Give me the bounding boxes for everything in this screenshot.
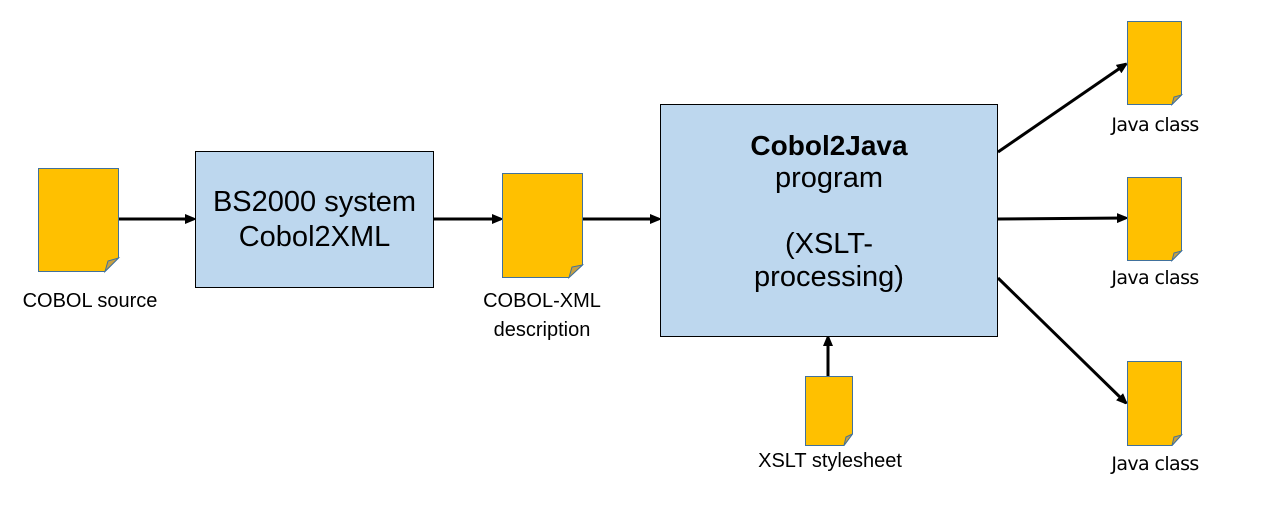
cobol2java-process-box: Cobol2Java program (XSLT- processing) bbox=[660, 104, 998, 337]
cobol2java-line2: program bbox=[775, 162, 883, 194]
cobol-xml-label: COBOL-XML description bbox=[462, 287, 622, 345]
java-class-1-label: Java class bbox=[1111, 114, 1199, 136]
cobol2java-line3: (XSLT- bbox=[784, 228, 874, 260]
cobol-xml-label-line1: COBOL-XML bbox=[483, 290, 601, 312]
cobol-source-label: COBOL source bbox=[22, 290, 158, 312]
cobol2java-line4: processing) bbox=[754, 261, 904, 293]
java-class-3-label: Java class bbox=[1111, 453, 1199, 475]
cobol2xml-line2: Cobol2XML bbox=[238, 220, 391, 253]
document-icon-java-class-3 bbox=[1127, 361, 1184, 446]
java-class-2-label: Java class bbox=[1111, 267, 1199, 289]
document-icon-xslt bbox=[805, 376, 853, 446]
arrow-to-java-class-2 bbox=[997, 218, 1126, 219]
cobol2xml-line1: BS2000 system bbox=[212, 185, 417, 218]
cobol2java-title: Cobol2Java bbox=[750, 130, 908, 161]
cobol2xml-process-box: BS2000 system Cobol2XML bbox=[195, 151, 434, 288]
cobol-xml-label-line2: description bbox=[493, 319, 591, 341]
xslt-stylesheet-label: XSLT stylesheet bbox=[758, 450, 902, 472]
document-icon-cobol-xml bbox=[502, 173, 585, 280]
arrow-to-java-class-3 bbox=[996, 276, 1126, 403]
document-icon-cobol-source bbox=[38, 168, 121, 274]
document-icon-java-class-2 bbox=[1127, 177, 1184, 263]
arrow-to-java-class-1 bbox=[997, 64, 1126, 154]
document-icon-java-class-1 bbox=[1127, 21, 1184, 107]
